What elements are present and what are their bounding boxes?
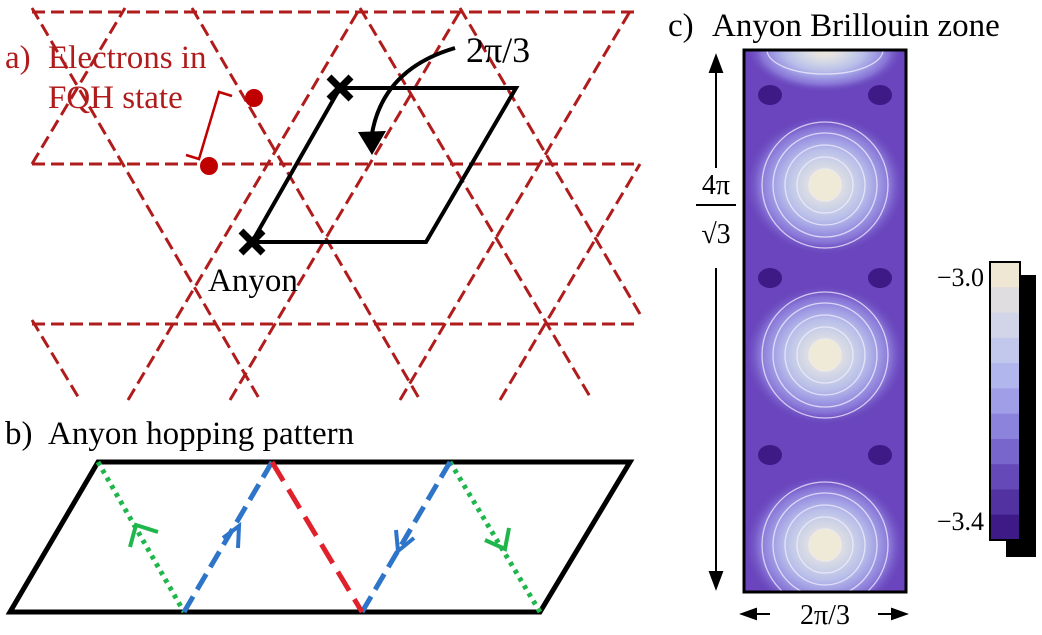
panel-c-label: c) — [668, 8, 694, 44]
blue-hop-left — [181, 460, 275, 614]
blue-hop-right-arrow-icon — [394, 529, 416, 555]
colorbar-top-label: −3.0 — [937, 263, 984, 292]
unit-cell — [248, 86, 520, 244]
bz-width-arrow — [739, 607, 909, 621]
panel-b: b) Anyon hopping pattern — [5, 416, 635, 615]
phase-arrow — [369, 46, 456, 141]
colorbar-step — [990, 438, 1020, 465]
green-hop-left — [95, 460, 187, 614]
panel-a-label: a) — [5, 40, 31, 76]
colorbar-bottom-label: −3.4 — [937, 507, 984, 536]
panel-b-label: b) — [5, 416, 33, 452]
red-hop — [269, 460, 365, 614]
electron-dot-upper — [245, 89, 263, 107]
green-hop-right — [447, 460, 543, 614]
colorbar-step — [990, 262, 1020, 288]
blue-hop-left-arrow-icon — [221, 521, 242, 549]
anyon-marker-top — [326, 74, 354, 102]
colorbar-step — [990, 287, 1020, 314]
colorbar-step — [990, 337, 1020, 364]
green-hop-left-arrow-icon — [128, 522, 159, 548]
green-hop-right-arrow-icon — [484, 527, 511, 552]
electron-dot-lower — [200, 157, 218, 175]
panel-a-caption-line2: FQH state — [48, 80, 183, 116]
blue-hop-right — [359, 460, 453, 614]
bz-height-numerator: 4π — [702, 170, 730, 201]
colorbar-step — [990, 464, 1020, 490]
panel-a-caption-line1: Electrons in — [48, 40, 207, 76]
panel-b-caption: Anyon hopping pattern — [48, 416, 354, 452]
anyon-marker-bottom — [238, 228, 266, 256]
brillouin-zone-map — [744, 50, 906, 592]
electron-bracket — [185, 90, 233, 161]
phase-label: 2π/3 — [466, 30, 530, 70]
colorbar-step — [990, 388, 1020, 415]
kagome-lattice — [30, 7, 642, 401]
panel-c: c) Anyon Brillouin zone — [668, 8, 1036, 631]
phase-arrow-head — [358, 131, 386, 155]
colorbar — [989, 261, 1036, 557]
colorbar-step — [990, 363, 1020, 389]
panel-a: a) Electrons in FQH state 2π/3 Anyon — [5, 7, 642, 401]
bz-height-denominator: √3 — [701, 219, 730, 250]
colorbar-step — [990, 312, 1020, 339]
panel-c-caption: Anyon Brillouin zone — [712, 8, 1000, 44]
colorbar-step — [990, 489, 1020, 516]
hopping-cell — [5, 459, 635, 615]
colorbar-step — [990, 413, 1020, 440]
bz-height-arrow — [708, 53, 724, 591]
anyon-label: Anyon — [208, 263, 298, 299]
bz-width-label: 2π/3 — [800, 600, 850, 631]
colorbar-step — [990, 514, 1020, 541]
